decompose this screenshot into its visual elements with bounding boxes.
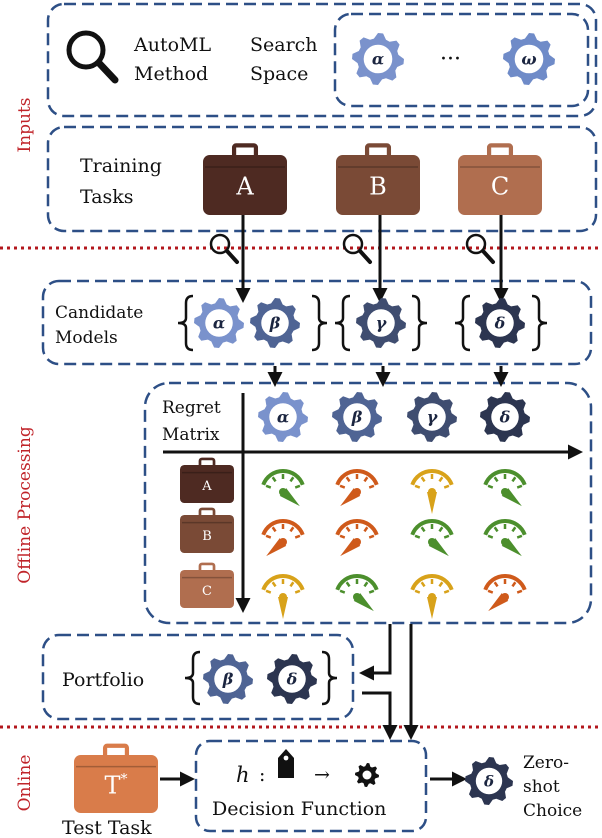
side-label-inputs: Inputs xyxy=(15,97,35,152)
search-space-box xyxy=(333,12,590,108)
task-briefcase-c-icon: C xyxy=(458,143,542,215)
search-icon-task-a xyxy=(209,233,239,264)
matrix-briefcase-c-icon-label: C xyxy=(202,584,212,599)
matrix-gear-gamma-icon-symbol: γ xyxy=(427,408,439,427)
regret-matrix-box xyxy=(143,381,593,625)
bracket-left-2 xyxy=(334,294,351,352)
h-colon: : xyxy=(259,764,265,786)
side-label-online: Online xyxy=(15,755,35,812)
matrix-gear-beta-icon: β xyxy=(332,392,382,442)
candidate-models-box xyxy=(41,279,593,366)
candidate-models-label-line2: Models xyxy=(55,328,118,348)
matrix-gear-alpha-icon-symbol: α xyxy=(277,408,289,427)
config-gear-icon xyxy=(355,763,379,787)
regret-gauge-2-1-icon xyxy=(261,519,305,557)
search-icon-task-b xyxy=(342,233,372,264)
choice-label-line3: Choice xyxy=(523,801,582,821)
candidate-gear-delta-icon: δ xyxy=(475,298,525,348)
matrix-gear-gamma-icon: γ xyxy=(407,392,457,442)
candidate-models-label-line1: Candidate xyxy=(55,303,143,323)
candidate-gear-beta-icon: β xyxy=(250,298,300,348)
map-arrow: → xyxy=(314,764,330,786)
candidate-gear-gamma-icon: γ xyxy=(356,298,406,348)
candidate-gear-alpha-icon: α xyxy=(194,298,244,348)
search-space-ellipsis: ··· xyxy=(440,47,461,72)
choice-label-line1: Zero- xyxy=(523,753,569,773)
bracket-left-3 xyxy=(454,294,471,352)
search-space-label-line2: Space xyxy=(250,63,308,85)
bracket-right-3 xyxy=(531,294,548,352)
search-space-label-line1: Search xyxy=(250,34,318,56)
matrix-briefcase-b-icon: B xyxy=(180,507,234,553)
regret-gauge-1-3-icon xyxy=(410,469,454,514)
task-briefcase-b-icon: B xyxy=(336,143,420,215)
training-tasks-label-line2: Tasks xyxy=(80,186,134,208)
task-briefcase-b-icon-label: B xyxy=(369,173,387,201)
search-icon-task-c xyxy=(465,233,495,264)
candidate-gear-alpha-icon-symbol: α xyxy=(213,314,225,333)
arrow-matrix-to-portfolio xyxy=(359,624,392,681)
bracket-right-portfolio xyxy=(321,650,338,706)
side-label-offline: Offline Processing xyxy=(15,426,35,584)
task-briefcase-c-icon-label: C xyxy=(491,173,509,201)
portfolio-gear-delta-icon-symbol: δ xyxy=(286,670,298,689)
portfolio-gear-beta-icon-symbol: β xyxy=(222,670,234,689)
bracket-left-portfolio xyxy=(184,650,201,706)
decision-function-label: Decision Function xyxy=(212,798,386,820)
matrix-briefcase-a-icon-label: A xyxy=(201,479,212,494)
portfolio-label: Portfolio xyxy=(62,669,144,691)
search-icon xyxy=(66,30,119,84)
matrix-briefcase-a-icon: A xyxy=(180,457,234,503)
inputs-box xyxy=(46,2,598,118)
portfolio-gear-delta-icon: δ xyxy=(267,654,317,704)
regret-gauge-3-2-icon xyxy=(335,574,379,612)
bracket-right-1 xyxy=(311,294,328,352)
matrix-briefcase-b-icon-label: B xyxy=(202,529,212,544)
choice-gear-delta-icon-symbol: δ xyxy=(483,772,494,790)
gear-omega-icon-symbol: ω xyxy=(521,50,536,69)
regret-gauge-1-1-icon xyxy=(261,469,305,507)
choice-label-line2: shot xyxy=(523,777,560,797)
regret-matrix-label-line2: Matrix xyxy=(162,425,220,445)
training-tasks-label-line1: Training xyxy=(80,155,162,177)
candidate-gear-beta-icon-symbol: β xyxy=(269,314,281,333)
gear-omega-icon: ω xyxy=(503,33,555,85)
regret-gauge-1-2-icon xyxy=(335,469,379,507)
gear-alpha-icon: α xyxy=(352,33,404,85)
regret-gauge-2-2-icon xyxy=(335,519,379,557)
test-task-briefcase-icon: T* xyxy=(74,743,158,813)
decision-function-box xyxy=(194,739,428,833)
regret-gauge-3-4-icon xyxy=(483,574,527,612)
regret-matrix-label-line1: Regret xyxy=(162,398,221,418)
regret-gauge-3-3-icon xyxy=(410,574,454,619)
test-task-label: Test Task xyxy=(62,817,152,838)
candidate-gear-gamma-icon-symbol: γ xyxy=(376,314,388,333)
automl-label-line1: AutoML xyxy=(133,34,211,56)
regret-gauge-2-3-icon xyxy=(410,519,454,557)
candidate-gear-delta-icon-symbol: δ xyxy=(494,314,506,333)
arrow-portfolio-to-decision xyxy=(362,691,398,740)
bracket-right-2 xyxy=(411,294,428,352)
h-symbol: h xyxy=(236,763,250,787)
automl-label-line2: Method xyxy=(134,63,208,85)
portfolio-box xyxy=(41,633,355,721)
matrix-gear-delta-icon-symbol: δ xyxy=(499,408,511,427)
regret-gauge-2-4-icon xyxy=(483,519,527,557)
bracket-left-1 xyxy=(177,294,194,352)
matrix-briefcase-c-icon: C xyxy=(180,562,234,608)
choice-gear-delta-icon: δ xyxy=(465,757,513,805)
training-tasks-box xyxy=(46,125,598,233)
task-briefcase-a-icon-label: A xyxy=(235,173,254,201)
gear-alpha-icon-symbol: α xyxy=(372,50,384,69)
task-briefcase-a-icon: A xyxy=(203,143,287,215)
regret-gauge-1-4-icon xyxy=(483,469,527,507)
portfolio-gear-beta-icon: β xyxy=(203,654,253,704)
matrix-gear-alpha-icon: α xyxy=(258,392,308,442)
regret-gauge-3-1-icon xyxy=(261,574,305,619)
matrix-gear-delta-icon: δ xyxy=(480,392,530,442)
matrix-gear-beta-icon-symbol: β xyxy=(351,408,363,427)
task-tag-icon xyxy=(278,749,294,778)
